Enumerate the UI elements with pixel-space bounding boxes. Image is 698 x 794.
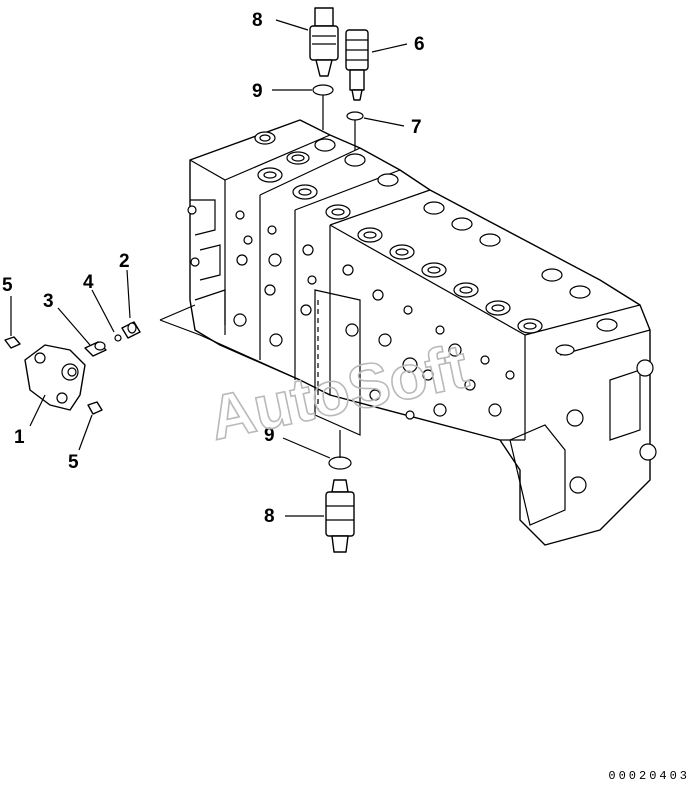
end-bolts bbox=[187, 205, 657, 494]
callout-2: 2 bbox=[119, 251, 130, 272]
drawing-code: 00020403 bbox=[608, 769, 690, 783]
relief-valve-bottom bbox=[325, 479, 355, 553]
valve-6 bbox=[345, 29, 369, 101]
o-ring-bottom-9 bbox=[328, 456, 352, 470]
relief-valve-top bbox=[309, 7, 339, 77]
plug-3 bbox=[84, 341, 107, 357]
callout-8-top: 8 bbox=[252, 10, 263, 31]
o-ring-7 bbox=[346, 111, 364, 121]
callout-9-top: 9 bbox=[252, 81, 263, 102]
callout-6: 6 bbox=[414, 34, 425, 55]
cap-assembly bbox=[4, 336, 103, 415]
port-holes bbox=[254, 131, 618, 356]
control-valve-block bbox=[159, 119, 657, 546]
callout-7: 7 bbox=[411, 117, 422, 138]
callout-3: 3 bbox=[43, 291, 54, 312]
callout-labels: 8 6 9 7 2 4 3 5 1 5 9 8 bbox=[2, 10, 425, 527]
o-ring-4 bbox=[114, 334, 122, 342]
callout-5-top: 5 bbox=[2, 275, 13, 296]
callout-1: 1 bbox=[14, 427, 25, 448]
callout-8-bottom: 8 bbox=[264, 506, 275, 527]
front-face-holes bbox=[233, 210, 515, 420]
callout-9-bottom: 9 bbox=[264, 425, 275, 446]
plug-2 bbox=[121, 321, 141, 339]
callout-4: 4 bbox=[83, 272, 94, 293]
callout-5-bottom: 5 bbox=[68, 452, 79, 473]
o-ring-top-9 bbox=[312, 84, 334, 96]
leader-lines bbox=[10, 19, 408, 517]
